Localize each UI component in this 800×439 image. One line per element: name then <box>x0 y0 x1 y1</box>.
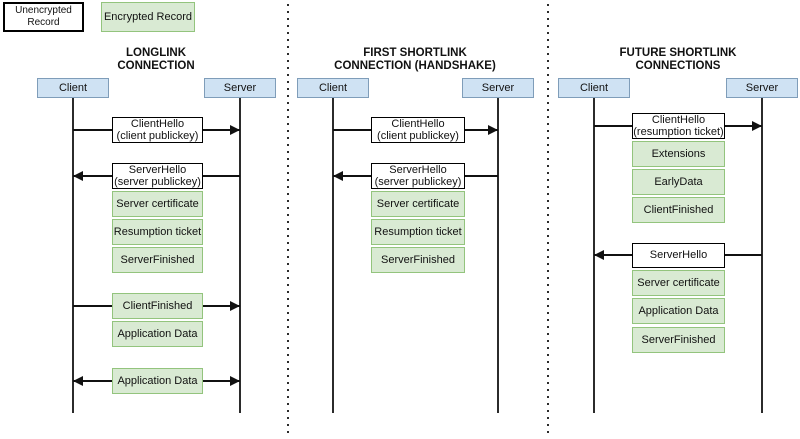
legend-encrypted-record: Encrypted Record <box>101 2 195 32</box>
arrowhead-right-icon <box>230 376 240 386</box>
column-separator <box>287 4 289 435</box>
actor-server: Server <box>462 78 534 98</box>
message-earlydata: EarlyData <box>632 169 725 195</box>
legend-unencrypted-record: Unencrypted Record <box>3 2 84 32</box>
message-serverfinished: ServerFinished <box>112 247 203 273</box>
message-clientfinished: ClientFinished <box>112 293 203 319</box>
message-extensions: Extensions <box>632 141 725 167</box>
actor-client: Client <box>558 78 630 98</box>
message-clienthello: ClientHello (client publickey) <box>112 117 203 143</box>
message-server-certificate: Server certificate <box>371 191 465 217</box>
message-serverhello: ServerHello <box>632 243 725 268</box>
lifeline-client <box>332 98 334 413</box>
column-separator <box>547 4 549 435</box>
message-application-data: Application Data <box>112 368 203 394</box>
legend-unencrypted-line2: Record <box>27 17 60 28</box>
actor-server: Server <box>726 78 798 98</box>
message-serverhello: ServerHello (server publickey) <box>371 163 465 189</box>
arrowhead-left-icon <box>594 250 604 260</box>
message-clientfinished: ClientFinished <box>632 197 725 223</box>
arrowhead-left-icon <box>73 376 83 386</box>
message-resumption-ticket: Resumption ticket <box>371 219 465 245</box>
message-serverfinished: ServerFinished <box>371 247 465 273</box>
arrowhead-left-icon <box>333 171 343 181</box>
legend-encrypted-label: Encrypted Record <box>103 11 193 23</box>
message-clienthello: ClientHello (client publickey) <box>371 117 465 143</box>
message-serverfinished: ServerFinished <box>632 327 725 353</box>
arrowhead-right-icon <box>230 125 240 135</box>
message-clienthello: ClientHello (resumption ticket) <box>632 113 725 139</box>
message-resumption-ticket: Resumption ticket <box>112 219 203 245</box>
arrowhead-left-icon <box>73 171 83 181</box>
actor-client: Client <box>37 78 109 98</box>
arrowhead-right-icon <box>752 121 762 131</box>
actor-server: Server <box>204 78 276 98</box>
title-first-shortlink-connection: FIRST SHORTLINK CONNECTION (HANDSHAKE) <box>334 47 496 72</box>
lifeline-server <box>239 98 241 413</box>
message-server-certificate: Server certificate <box>632 270 725 296</box>
arrowhead-right-icon <box>488 125 498 135</box>
actor-client: Client <box>297 78 369 98</box>
message-application-data: Application Data <box>632 298 725 324</box>
arrowhead-right-icon <box>230 301 240 311</box>
title-longlink-connection: LONGLINK CONNECTION <box>117 47 195 72</box>
lifeline-client <box>72 98 74 413</box>
lifeline-server <box>761 98 763 413</box>
message-serverhello: ServerHello (server publickey) <box>112 163 203 189</box>
title-future-shortlink-connections: FUTURE SHORTLINK CONNECTIONS <box>619 47 737 72</box>
message-server-certificate: Server certificate <box>112 191 203 217</box>
legend-unencrypted-line1: Unencrypted <box>15 5 72 16</box>
message-application-data: Application Data <box>112 321 203 347</box>
lifeline-server <box>497 98 499 413</box>
